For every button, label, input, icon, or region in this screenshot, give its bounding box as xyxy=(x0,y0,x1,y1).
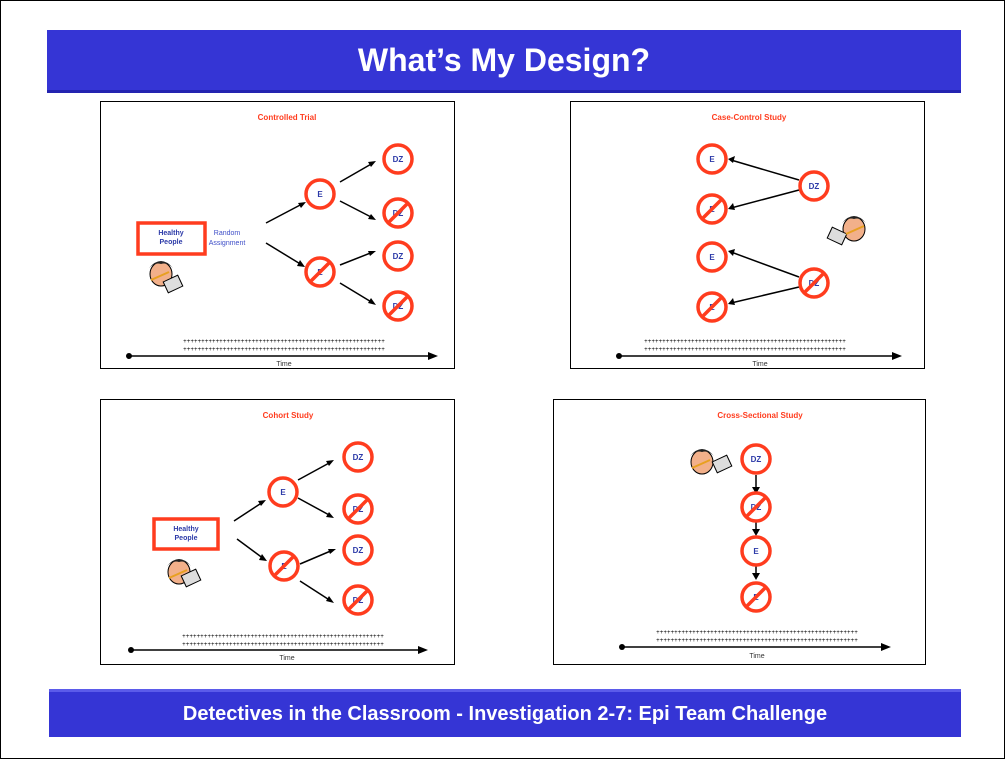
plus-row: ++++++++++++++++++++++++++++++++++++++++… xyxy=(183,338,385,345)
node-e-exposed: E xyxy=(304,178,336,210)
node-e-exposed: E xyxy=(267,476,299,508)
healthy-label-1: Healthy xyxy=(173,526,198,533)
title-banner: What’s My Design? xyxy=(47,30,961,93)
time-label: Time xyxy=(279,655,294,662)
panel-title: Controlled Trial xyxy=(258,113,317,122)
plus-row: ++++++++++++++++++++++++++++++++++++++++… xyxy=(182,633,384,640)
healthy-people-box xyxy=(152,517,220,551)
investigator-figure xyxy=(167,559,202,588)
svg-text:E: E xyxy=(709,253,715,262)
controlled-trial-diagram: Controlled Trial Healthy People Random A… xyxy=(126,113,438,368)
panel-title: Cohort Study xyxy=(263,411,314,420)
node-no-dz: DZ xyxy=(740,491,772,523)
investigator-figure xyxy=(826,216,866,246)
node-dz: DZ xyxy=(382,240,414,272)
node-e-not-exposed: E xyxy=(740,581,772,613)
svg-text:DZ: DZ xyxy=(393,252,404,261)
node-e-not-exposed: E xyxy=(696,193,728,225)
time-label: Time xyxy=(752,361,767,368)
healthy-label-1: Healthy xyxy=(158,230,183,237)
plus-row: ++++++++++++++++++++++++++++++++++++++++… xyxy=(644,346,846,353)
healthy-label-2: People xyxy=(175,535,198,542)
node-e-exposed: E xyxy=(740,535,772,567)
node-e-not-exposed: E xyxy=(268,550,300,582)
time-label: Time xyxy=(749,653,764,660)
svg-text:E: E xyxy=(280,488,286,497)
arrow xyxy=(265,242,303,266)
panel-controlled-trial: Controlled Trial Healthy People Random A… xyxy=(100,101,455,369)
footer-text: Detectives in the Classroom - Investigat… xyxy=(182,703,828,725)
node-dz: DZ xyxy=(342,534,374,566)
node-no-dz: DZ xyxy=(798,267,830,299)
plus-row: ++++++++++++++++++++++++++++++++++++++++… xyxy=(644,338,846,345)
investigator-figure xyxy=(149,261,184,294)
investigator-figure xyxy=(690,449,733,475)
healthy-label-2: People xyxy=(160,239,183,246)
plus-row: ++++++++++++++++++++++++++++++++++++++++… xyxy=(656,629,858,636)
node-no-dz: DZ xyxy=(342,493,374,525)
node-no-dz: DZ xyxy=(342,584,374,616)
svg-text:DZ: DZ xyxy=(809,182,820,191)
svg-text:E: E xyxy=(317,190,323,199)
cohort-diagram: Cohort Study Healthy People xyxy=(128,411,428,662)
footer-banner: Detectives in the Classroom - Investigat… xyxy=(49,689,961,737)
plus-row: ++++++++++++++++++++++++++++++++++++++++… xyxy=(183,346,385,353)
random-label-1: Random xyxy=(214,230,241,237)
panel-cross-sectional: Cross-Sectional Study DZ DZ xyxy=(553,399,926,665)
node-no-dz: DZ xyxy=(382,290,414,322)
node-no-dz: DZ xyxy=(382,197,414,229)
plus-row: ++++++++++++++++++++++++++++++++++++++++… xyxy=(182,641,384,648)
panel-title: Case-Control Study xyxy=(712,113,787,122)
random-label-2: Assignment xyxy=(209,240,246,247)
cross-sectional-diagram: Cross-Sectional Study DZ DZ xyxy=(619,411,891,660)
healthy-people-box xyxy=(136,221,207,256)
node-e-not-exposed: E xyxy=(304,256,336,288)
node-e-exposed: E xyxy=(696,241,728,273)
svg-text:DZ: DZ xyxy=(353,546,364,555)
svg-text:DZ: DZ xyxy=(751,455,762,464)
node-dz: DZ xyxy=(798,170,830,202)
slide-title: What’s My Design? xyxy=(357,41,651,78)
node-dz: DZ xyxy=(382,143,414,175)
node-e-not-exposed: E xyxy=(696,291,728,323)
panel-cohort: Cohort Study Healthy People xyxy=(100,399,455,665)
svg-text:E: E xyxy=(709,155,715,164)
svg-text:DZ: DZ xyxy=(393,155,404,164)
panel-title: Cross-Sectional Study xyxy=(717,411,803,420)
node-e-exposed: E xyxy=(696,143,728,175)
node-dz: DZ xyxy=(342,441,374,473)
svg-text:DZ: DZ xyxy=(353,453,364,462)
svg-text:E: E xyxy=(753,547,759,556)
time-label: Time xyxy=(276,361,291,368)
case-control-diagram: Case-Control Study E E E xyxy=(616,113,902,368)
arrow xyxy=(265,202,305,224)
panel-case-control: Case-Control Study E E E xyxy=(570,101,925,369)
node-dz: DZ xyxy=(740,443,772,475)
plus-row: ++++++++++++++++++++++++++++++++++++++++… xyxy=(656,637,858,644)
